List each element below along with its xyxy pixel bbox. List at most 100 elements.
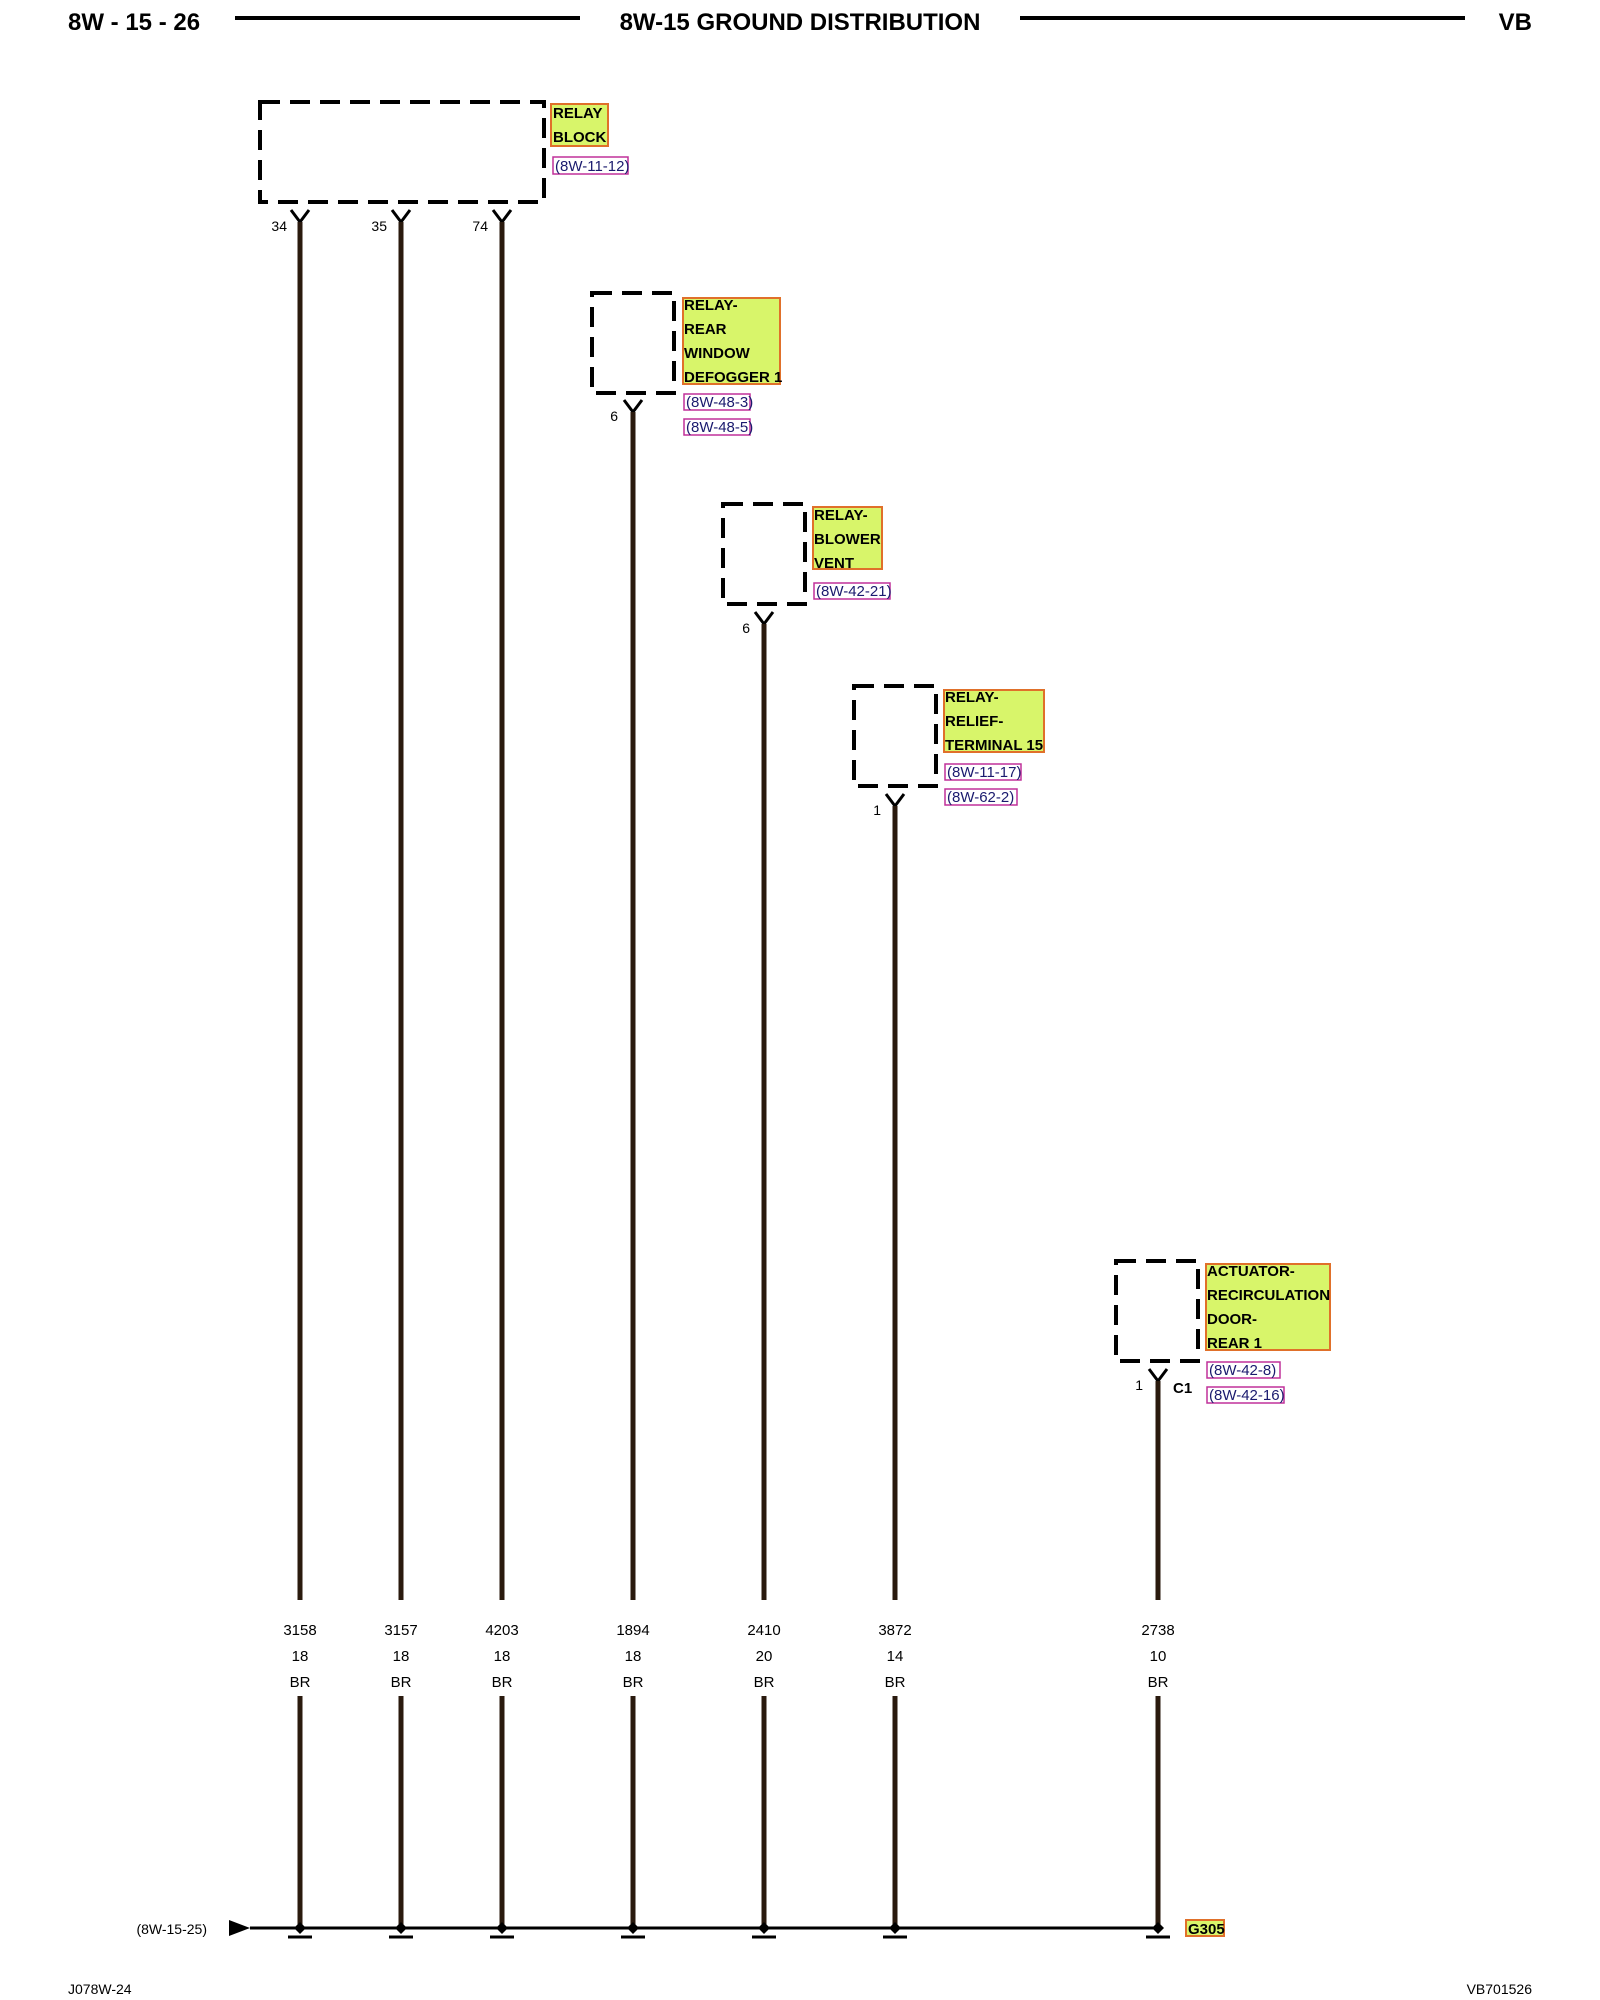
component-relay-blower-vent[interactable]: RELAY- BLOWER VENT (8W-42-21) 6 [721,502,892,636]
wire-2410[interactable] [753,611,775,1928]
component-outline [721,502,807,606]
component-outline [590,291,676,395]
component-name-line: RECIRCULATION [1207,1287,1330,1304]
wire-gauge: 18 [393,1648,410,1665]
connector-fork-icon [622,399,644,415]
connector-fork-icon [390,209,412,225]
component-relay-relief-terminal-15[interactable]: RELAY- RELIEF- TERMINAL 15 (8W-11-17) (8… [852,684,1045,818]
component-name-line: REAR 1 [1207,1335,1262,1352]
page-number: 8W - 15 - 26 [68,9,200,36]
wire-color-code: BR [754,1674,775,1691]
continuation-arrow-icon [229,1920,250,1936]
wire-circuit-number: 2410 [747,1622,780,1639]
wire-circuit-number: 4203 [485,1622,518,1639]
section-ref-link[interactable]: (8W-48-5) [686,419,753,436]
wire-gauge: 18 [292,1648,309,1665]
pin-number: 1 [1135,1377,1143,1393]
wires-layer [289,209,1169,1928]
wire-4203[interactable] [491,209,513,1928]
wire-circuit-number: 3872 [878,1622,911,1639]
wire-1894[interactable] [622,399,644,1928]
section-ref-link[interactable]: (8W-42-21) [816,583,892,600]
wire-gauge: 20 [756,1648,773,1665]
footer-right-code: VB701526 [1467,1981,1533,1997]
section-ref-link[interactable]: (8W-42-16) [1209,1387,1285,1404]
wire-2738[interactable] [1147,1368,1169,1928]
wire-circuit-number: 1894 [616,1622,649,1639]
component-name-line: DOOR- [1207,1311,1257,1328]
component-name-line: VENT [814,555,854,572]
component-name-line: ACTUATOR- [1207,1263,1295,1280]
component-relay-block[interactable]: RELAY BLOCK (8W-11-12) 34 35 74 [258,100,629,234]
component-label-box [550,103,609,147]
connector-fork-icon [884,793,906,809]
connector-fork-icon [491,209,513,225]
wire-3872[interactable] [884,793,906,1928]
pin-number: 74 [472,218,488,234]
component-actuator-recirculation-door-rear[interactable]: ACTUATOR- RECIRCULATION DOOR- REAR 1 (8W… [1114,1259,1331,1404]
ground-name: G305 [1188,1921,1225,1938]
wire-color-code: BR [492,1674,513,1691]
component-outline [1114,1259,1200,1363]
wire-3157[interactable] [390,209,412,1928]
section-ref-box [1206,1361,1281,1379]
component-name-line: RELIEF- [945,713,1003,730]
component-label-box [812,506,883,570]
component-name-line: RELAY- [684,297,738,314]
footer-left-code: J078W-24 [68,1981,132,1997]
component-name-line: WINDOW [684,345,751,362]
pin-number: 34 [271,218,287,234]
component-label-box [682,297,781,385]
component-name-line: RELAY- [945,689,999,706]
splice-node-icon [395,1922,407,1934]
component-name-line: REAR [684,321,727,338]
component-relay-rear-window-defogger[interactable]: RELAY- REAR WINDOW DEFOGGER 1 (8W-48-3) … [590,291,782,436]
splice-node-icon [1152,1922,1164,1934]
ground-label-box [1185,1919,1225,1937]
section-ref-link[interactable]: (8W-42-8) [1209,1362,1276,1379]
component-name-line: DEFOGGER 1 [684,369,782,386]
wire-color-code: BR [391,1674,412,1691]
splice-node-icon [627,1922,639,1934]
section-ref-box [552,156,629,175]
wire-color-code: BR [623,1674,644,1691]
section-ref-link[interactable]: (8W-62-2) [947,789,1014,806]
wire-gauge: 10 [1150,1648,1167,1665]
wire-circuit-number: 3158 [283,1622,316,1639]
section-ref-link[interactable]: (8W-48-3) [686,394,753,411]
wire-color-code: BR [290,1674,311,1691]
wire-color-code: BR [1148,1674,1169,1691]
connector-fork-icon [289,209,311,225]
connector-fork-icon [753,611,775,627]
section-ref-box [683,418,751,436]
section-ref-link[interactable]: (8W-11-17) [947,764,1021,781]
splice-node-icon [294,1922,306,1934]
wire-circuit-number: 3157 [384,1622,417,1639]
section-ref-box [944,788,1018,806]
component-name-line: BLOWER [814,531,881,548]
component-name-line: BLOCK [553,129,606,146]
page-title: 8W-15 GROUND DISTRIBUTION [620,9,981,36]
wire-gauge: 14 [887,1648,904,1665]
pin-number: 35 [371,218,387,234]
wire-gauge: 18 [494,1648,511,1665]
wire-color-code: BR [885,1674,906,1691]
wire-3158[interactable] [289,209,311,1928]
model-code: VB [1499,9,1532,36]
section-ref-box [683,393,751,411]
splice-node-icon [496,1922,508,1934]
component-name-line: TERMINAL 15 [945,737,1043,754]
component-label-box [1205,1263,1331,1351]
component-name-line: RELAY [553,105,602,122]
page-footer: J078W-24 VB701526 [68,1981,1532,1997]
wire-circuit-number: 2738 [1141,1622,1174,1639]
ground-continuation-ref[interactable]: (8W-15-25) [136,1921,207,1937]
splice-node-icon [889,1922,901,1934]
section-ref-link[interactable]: (8W-11-12) [555,158,629,175]
component-name-line: RELAY- [814,507,868,524]
component-outline [852,684,938,788]
component-outline [258,100,546,204]
ground-nodes [288,1922,1170,1939]
pin-number: 6 [742,620,750,636]
